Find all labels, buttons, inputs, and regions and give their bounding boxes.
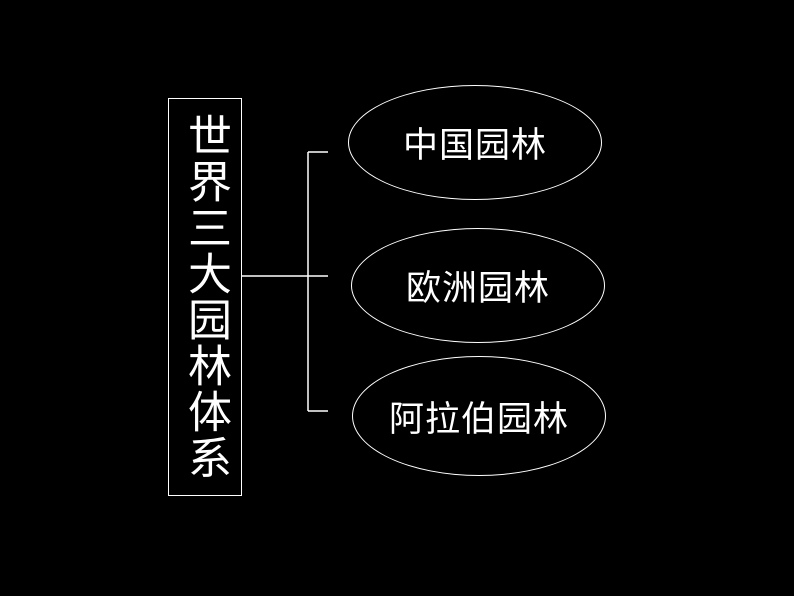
branch-node-label: 中国园林: [402, 126, 547, 166]
root-node-label: 世界三大园林体系: [180, 113, 231, 481]
branch-node-arabic-garden: 阿拉伯园林: [352, 356, 606, 476]
branch-node-label: 阿拉伯园林: [388, 399, 569, 440]
branch-node-european-garden: 欧洲园林: [351, 228, 605, 343]
root-node-box: 世界三大园林体系: [168, 98, 242, 496]
branch-node-label: 欧洲园林: [405, 269, 550, 309]
branch-node-chinese-garden: 中国园林: [348, 85, 602, 200]
